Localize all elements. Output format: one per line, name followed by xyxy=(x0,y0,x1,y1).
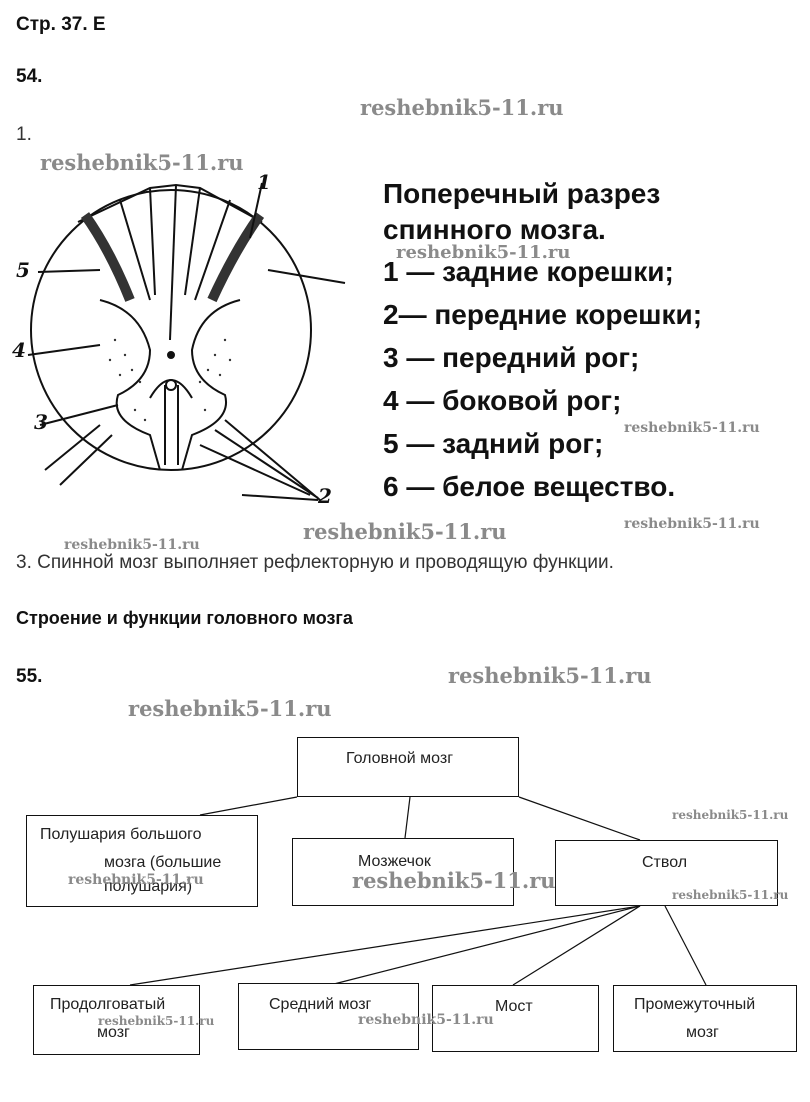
legend-title-line-2: спинного мозга. xyxy=(383,214,606,245)
watermark: reshebnik5-11.ru xyxy=(303,519,507,544)
gray-matter-right xyxy=(181,299,241,471)
figure-label-1: 1 xyxy=(257,170,271,194)
box-brain-label: Головной мозг xyxy=(346,750,454,767)
legend-line-3: 3 — передний рог; xyxy=(383,342,640,373)
box-diencephalon: Промежуточный мозг xyxy=(613,985,797,1052)
watermark: reshebnik5-11.ru xyxy=(352,868,556,893)
watermark: reshebnik5-11.ru xyxy=(358,1012,494,1028)
task-54-item-3: 3. Спинной мозг выполняет рефлекторную и… xyxy=(16,552,614,573)
box-hemispheres-line-1: Полушария большого xyxy=(40,826,202,843)
box-cerebellum-label: Мозжечок xyxy=(358,853,431,870)
figure-label-2: 2 xyxy=(318,484,332,508)
box-medulla-line-1: Продолговатый xyxy=(50,996,166,1013)
watermark: reshebnik5-11.ru xyxy=(448,663,652,688)
legend-line-4: 4 — боковой рог; xyxy=(383,385,622,416)
watermark: reshebnik5-11.ru xyxy=(624,420,760,436)
box-hemispheres-line-3: полушария) xyxy=(104,878,193,895)
watermark: reshebnik5-11.ru xyxy=(360,95,564,120)
box-hemispheres-line-2: мозга (большие xyxy=(104,854,222,871)
legend-line-1: 1 — задние корешки; xyxy=(383,256,674,287)
watermark: reshebnik5-11.ru xyxy=(396,242,571,263)
outer-circle xyxy=(30,189,312,471)
box-diencephalon-line-2: мозг xyxy=(686,1024,719,1041)
watermark: reshebnik5-11.ru xyxy=(68,872,204,888)
box-medulla: Продолговатый мозг xyxy=(33,985,200,1055)
legend-line-2: 2— передние корешки; xyxy=(383,299,703,330)
box-pons-label: Мост xyxy=(495,998,533,1015)
hierarchy-connectors xyxy=(129,796,707,986)
figure-label-4: 4 xyxy=(12,338,26,362)
task-54-item-1: 1. xyxy=(16,124,32,145)
box-midbrain-label: Средний мозг xyxy=(269,996,372,1013)
box-cerebellum: Мозжечок xyxy=(292,838,514,906)
watermark: reshebnik5-11.ru xyxy=(672,808,789,822)
box-stem-label: Ствол xyxy=(642,854,688,871)
figure-label-3: 3 xyxy=(34,410,48,434)
gray-matter-left xyxy=(99,299,161,471)
task-55-number: 55. xyxy=(16,666,43,687)
watermark: reshebnik5-11.ru xyxy=(64,537,200,553)
legend-title-line-1: Поперечный разрез xyxy=(383,178,661,209)
page-reference: Стр. 37. Е xyxy=(16,14,106,35)
watermark: reshebnik5-11.ru xyxy=(128,696,332,721)
watermark: reshebnik5-11.ru xyxy=(98,1014,215,1028)
box-brain: Головной мозг xyxy=(297,737,519,797)
figure-label-5: 5 xyxy=(16,258,30,282)
legend-line-6: 6 — белое вещество. xyxy=(383,471,676,502)
box-pons: Мост xyxy=(432,985,599,1052)
watermark: reshebnik5-11.ru xyxy=(40,150,244,175)
box-hemispheres: Полушария большого мозга (большие полуша… xyxy=(26,815,258,907)
legend-line-5: 5 — задний рог; xyxy=(383,428,604,459)
watermark: reshebnik5-11.ru xyxy=(624,516,760,532)
box-medulla-line-2: мозг xyxy=(97,1024,130,1041)
box-diencephalon-line-1: Промежуточный xyxy=(634,996,756,1013)
box-midbrain: Средний мозг xyxy=(238,983,419,1050)
watermark: reshebnik5-11.ru xyxy=(672,888,789,902)
box-stem: Ствол xyxy=(555,840,778,906)
ventral-root-right xyxy=(199,419,321,501)
section-title: Строение и функции головного мозга xyxy=(16,608,353,628)
ventral-root-left xyxy=(44,424,113,486)
task-54-number: 54. xyxy=(16,66,43,87)
